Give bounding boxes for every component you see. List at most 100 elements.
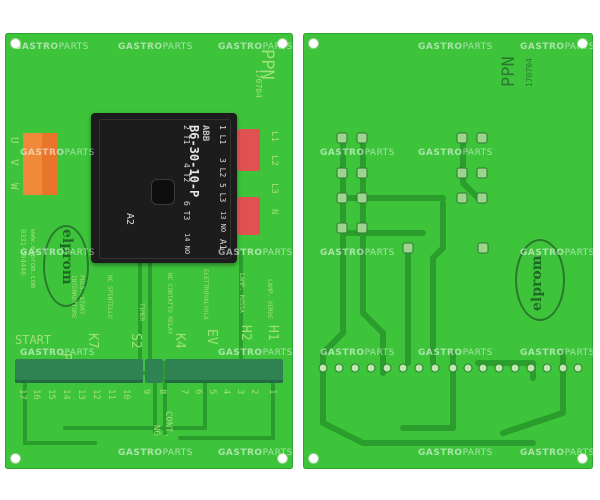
watermark: GASTROPARTS — [14, 42, 89, 52]
mounting-hole — [577, 453, 588, 464]
relay-pin-4t2: 4 T2 — [182, 163, 191, 183]
terminal-label-l3: L3 — [269, 183, 279, 194]
watermark: GASTROPARTS — [520, 448, 595, 458]
watermark: GASTROPARTS — [20, 348, 95, 358]
terminal-number: 2 — [249, 389, 259, 395]
watermark: GASTROPARTS — [320, 148, 395, 158]
terminal-number: 7 — [179, 389, 189, 395]
desc-interruttore: INTERRUTTORE — [70, 275, 77, 319]
watermark: GASTROPARTS — [418, 448, 493, 458]
relay-pin-1l1: 1 L1 — [218, 125, 227, 145]
desc-nc-contatto-relay: NC CONTATTO RELAY — [166, 273, 173, 335]
terminal-number: 6 — [193, 389, 203, 395]
terminal-block-mini — [145, 359, 163, 383]
watermark: GASTROPARTS — [520, 42, 595, 52]
date-code-solder: 170704 — [525, 58, 534, 87]
watermark: GASTROPARTS — [520, 248, 595, 258]
watermark: GASTROPARTS — [118, 42, 193, 52]
label-k7: K7 — [85, 333, 100, 349]
relay-actuator — [151, 179, 175, 205]
pcb-board-component-side: PPN 170704 U V W L1 L2 L3 N ABB B6-30-10… — [5, 33, 293, 469]
relay-pin-13no: 13 NO — [219, 211, 227, 233]
relay-pin-6t3: 6 T3 — [182, 201, 191, 221]
relay-pin-5l3: 5 L3 — [218, 183, 227, 203]
label-h1: H1 — [265, 325, 280, 341]
terminal-number: 15 — [46, 389, 56, 400]
terminal-block-right — [165, 359, 283, 383]
mounting-hole — [577, 38, 588, 49]
watermark: GASTROPARTS — [118, 448, 193, 458]
mounting-hole — [308, 38, 319, 49]
terminal-number: 1 — [267, 389, 277, 395]
watermark: GASTROPARTS — [20, 148, 95, 158]
elprom-logo-solder — [515, 239, 565, 321]
terminal-label-l2: L2 — [269, 155, 279, 166]
relay-pin-3l2: 3 L2 — [218, 158, 227, 178]
watermark: GASTROPARTS — [218, 448, 293, 458]
watermark: GASTROPARTS — [320, 248, 395, 258]
terminal-strip-uvw — [23, 133, 43, 195]
cont-label: CONT. — [163, 411, 173, 439]
desc-nc-spintello: NC SPINTELLO — [106, 275, 113, 319]
terminal-strip-l1-l2 — [238, 129, 260, 171]
label-s2: S2 — [128, 333, 143, 349]
terminal-number: 4 — [221, 389, 231, 395]
terminal-label-n: N — [269, 209, 279, 215]
ng-label: NG — [151, 425, 161, 436]
pcb-board-solder-side: PPN 170704 elprom — [303, 33, 593, 469]
terminal-number: 9 — [141, 389, 151, 395]
terminal-number: 5 — [207, 389, 217, 395]
terminal-number: 17 — [17, 389, 27, 400]
watermark: GASTROPARTS — [218, 42, 293, 52]
watermark: GASTROPARTS — [418, 148, 493, 158]
mounting-hole — [10, 453, 21, 464]
label-start: START — [15, 333, 52, 347]
watermark: GASTROPARTS — [520, 348, 595, 358]
website-text: www.elprom.com — [29, 229, 37, 289]
date-code: 170704 — [254, 69, 263, 98]
mounting-hole — [277, 38, 288, 49]
mounting-hole — [10, 38, 21, 49]
watermark: GASTROPARTS — [20, 248, 95, 258]
watermark: GASTROPARTS — [218, 248, 293, 258]
watermark: GASTROPARTS — [418, 42, 493, 52]
label-ev: EV — [204, 329, 219, 345]
desc-timer: TIMER — [138, 303, 145, 322]
terminal-block-left — [15, 359, 143, 383]
terminal-label-l1: L1 — [269, 131, 279, 142]
mounting-hole — [308, 453, 319, 464]
terminal-label-u: U — [8, 137, 21, 144]
terminal-number: 8 — [157, 389, 167, 395]
terminal-number: 11 — [106, 389, 116, 400]
watermark: GASTROPARTS — [418, 348, 493, 358]
relay-pin-a2: A2 — [124, 213, 135, 226]
terminal-number: 13 — [76, 389, 86, 400]
terminal-number-row: 17 16 15 14 13 12 11 10 9 8 7 6 5 4 3 2 … — [17, 389, 285, 419]
watermark: GASTROPARTS — [218, 348, 293, 358]
terminal-number: 16 — [31, 389, 41, 400]
relay-brand: ABB — [200, 125, 210, 142]
terminal-label-v: V — [8, 159, 21, 166]
mounting-hole — [277, 453, 288, 464]
terminal-number: 14 — [61, 389, 71, 400]
ppn-label-solder: PPN — [499, 56, 519, 87]
contactor-relay — [91, 113, 237, 263]
desc-lamp-verde: LAMP. VERDE — [266, 279, 273, 319]
elprom-logo-text-solder: elprom — [529, 255, 545, 311]
elprom-logo — [43, 225, 89, 307]
terminal-number: 3 — [235, 389, 245, 395]
relay-pin-14no: 14 NO — [183, 233, 191, 255]
terminal-strip-l3-n — [238, 197, 260, 235]
label-h2: H2 — [238, 325, 253, 341]
pcb-traces-solder — [318, 132, 583, 446]
label-k4: K4 — [172, 333, 187, 349]
watermark: GASTROPARTS — [320, 348, 395, 358]
desc-elettrovalvola: ELETTROVALVOLA — [202, 269, 209, 320]
terminal-number: 10 — [121, 389, 131, 400]
terminal-label-w: W — [8, 183, 21, 190]
terminal-strip-uvw-2 — [42, 133, 58, 195]
terminal-number: 12 — [91, 389, 101, 400]
desc-puls-start: PULS. START — [78, 275, 85, 315]
relay-pin-2t1: 2 T1 — [182, 125, 191, 145]
